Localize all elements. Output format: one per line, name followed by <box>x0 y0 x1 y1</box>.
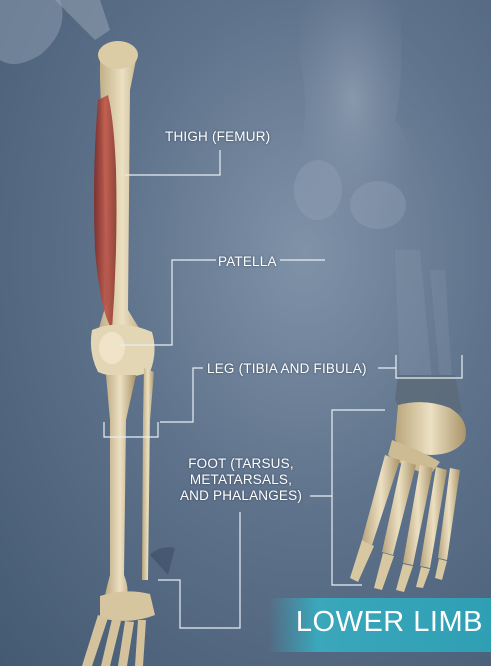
leg-label: LEG (TIBIA AND FIBULA) <box>207 361 367 377</box>
leg-callout-line-left <box>160 368 203 422</box>
tibia-bone <box>104 375 136 600</box>
foot-callout-line-right <box>310 410 385 496</box>
pelvis-bone <box>0 0 63 64</box>
patella-label: PATELLA <box>218 254 277 270</box>
foot-label-line-2: METATARSALS, <box>170 472 312 488</box>
thigh-label: THIGH (FEMUR) <box>165 129 270 145</box>
fibula-bone <box>142 368 154 580</box>
patella-bone <box>99 332 125 364</box>
foot-label-line-3: AND PHALANGES) <box>170 488 312 504</box>
foot-label: FOOT (TARSUS, METATARSALS, AND PHALANGES… <box>170 456 312 504</box>
lower-foot-bones <box>82 591 155 666</box>
foot-bones <box>350 375 466 592</box>
ghost-knee <box>293 0 453 380</box>
thigh-callout-line <box>125 150 220 175</box>
foot-label-line-1: FOOT (TARSUS, <box>170 456 312 472</box>
diagram-title: LOWER LIMB <box>296 606 483 639</box>
thigh-muscle <box>94 95 117 330</box>
foot-callout-line-down <box>158 512 240 628</box>
